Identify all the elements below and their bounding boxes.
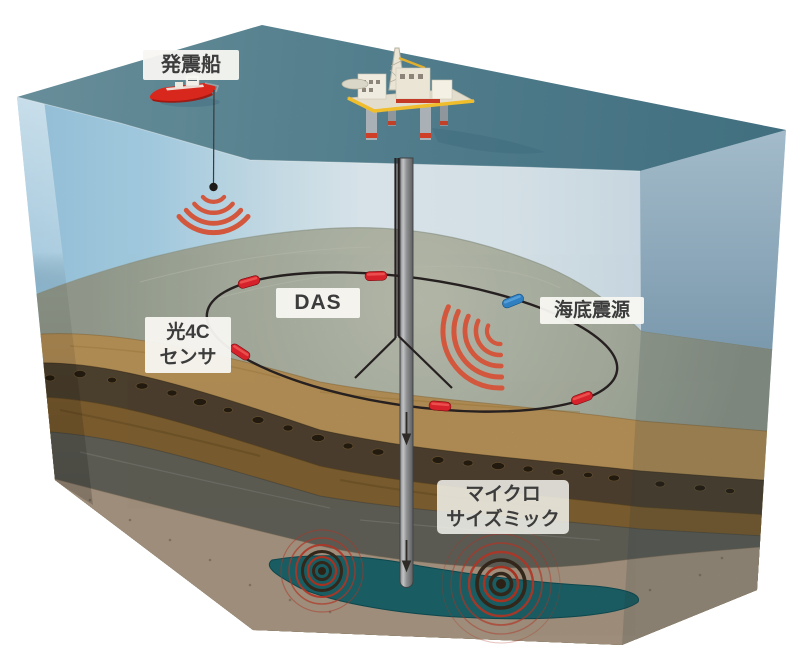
well-pipe [399,157,414,588]
label-optical-4c-line2: センサ [159,347,217,368]
stern-a-frame [204,82,220,93]
label-seafloor-source: 海底震源 [540,297,644,324]
right-facet-shading [622,331,778,645]
right-facet-water [640,130,786,350]
label-seafloor-source-text: 海底震源 [553,299,630,321]
microseismic-event [441,524,561,644]
fiber-sensor-red [428,400,452,412]
flow-arrow-icon [401,412,412,573]
label-optical-4c-line1: 光4C [166,321,210,343]
waterline-edge [16,96,641,172]
seafloor-source-blue [502,293,524,309]
seafloor-source-wave-arcs-icon [440,304,505,391]
platform-module [431,79,453,100]
cable-junction [354,158,453,389]
tow-line [212,89,215,184]
left-facet-shading [17,97,93,505]
riser-and-well-pipe [399,157,414,588]
platform-leg [366,106,377,140]
label-source-vessel-text: 発震船 [161,53,221,76]
label-microseismic-line1: マイクロ [465,483,541,505]
survey-vessel-icon [149,75,220,107]
offshore-platform-icon [341,47,545,154]
label-das-text: DAS [294,291,342,315]
fiber-sensor-red [571,390,593,406]
platform-shadow [432,128,545,154]
fiber-sensors [229,270,593,412]
label-optical-4c-sensor: 光4C センサ [145,317,231,373]
deck-yellow-edge [347,96,475,113]
crane-boom [398,56,426,70]
helideck [341,78,369,90]
vessel-wave-arcs-icon [176,194,251,236]
platform-leg [420,106,431,140]
towed-source [176,89,251,236]
fiber-sensor-red [364,270,388,282]
label-source-vessel: 発震船 [143,50,239,80]
acoustic-source-dot [209,182,218,192]
label-microseismic: マイクロ サイズミック [437,480,569,534]
microseismic-event [280,529,364,613]
deck-red-stripe [396,99,440,103]
platform-module [395,67,431,100]
label-das: DAS [276,288,360,318]
label-microseismic-line2: サイズミック [446,509,560,530]
